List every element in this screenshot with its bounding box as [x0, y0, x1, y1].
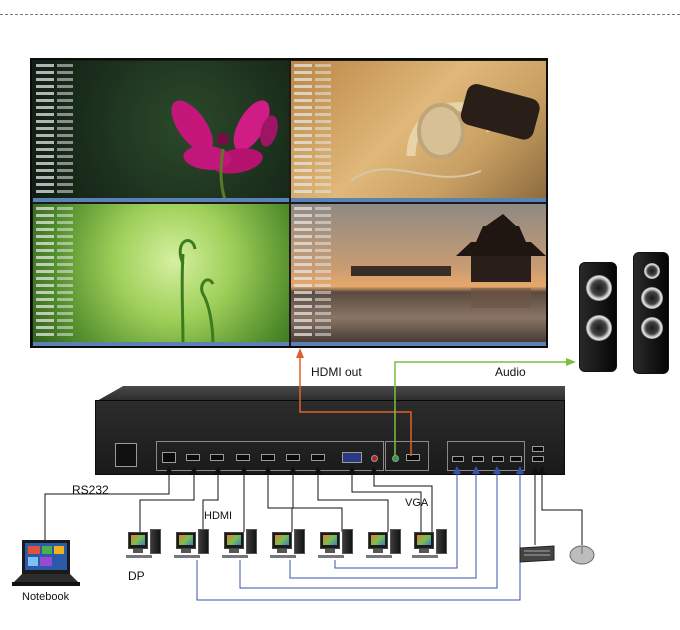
desktop-icons	[36, 64, 54, 196]
taskbar	[291, 198, 546, 202]
hdmi-port	[236, 454, 250, 461]
taskbar	[33, 342, 289, 346]
usb-port	[472, 456, 484, 462]
mouse-icon	[569, 545, 595, 565]
headphones-image	[350, 84, 540, 182]
device-chassis-top	[95, 386, 565, 402]
usb-port	[452, 456, 464, 462]
speaker-cone	[641, 317, 663, 339]
label-dp: DP	[128, 569, 145, 583]
label-notebook: Notebook	[22, 591, 70, 603]
speaker-icon	[633, 252, 669, 374]
window-quadrant-bottom-left	[33, 204, 289, 346]
desktop-icons	[57, 207, 73, 340]
label-hdmi-out: HDMI out	[311, 365, 362, 379]
taskbar	[291, 342, 546, 346]
hdmi-port	[311, 454, 325, 461]
hdmi-port	[261, 454, 275, 461]
window-quadrant-top-right	[291, 61, 546, 202]
sprout-image	[178, 239, 215, 346]
usb-port	[510, 456, 522, 462]
rs232-port	[162, 452, 176, 463]
speaker-cone	[641, 287, 663, 309]
video-wall-monitor-icon	[30, 58, 548, 348]
hdmi-port	[210, 454, 224, 461]
audio-in-jack	[371, 455, 378, 462]
hdmi-port	[286, 454, 300, 461]
taskbar	[33, 198, 289, 202]
pagoda-image	[351, 214, 546, 308]
hdmi-output-port	[406, 454, 420, 461]
output-port-panel	[385, 441, 429, 471]
window-quadrant-bottom-right	[291, 204, 546, 346]
desktop-icons	[315, 64, 331, 196]
usb-port	[532, 446, 544, 452]
power-socket	[115, 443, 137, 467]
vga-port	[342, 452, 362, 463]
speaker-cone	[586, 315, 612, 341]
window-quadrant-top-left	[33, 61, 289, 202]
label-vga: VGA	[405, 497, 429, 509]
desktop-icons	[315, 207, 331, 340]
desktop-icons	[57, 64, 73, 196]
speaker-icon	[579, 262, 617, 372]
dp-port	[186, 454, 200, 461]
desktop-icons	[294, 207, 312, 340]
keyboard-icon	[519, 545, 555, 563]
laptop-icon	[12, 540, 80, 586]
flower-image	[171, 100, 278, 202]
speaker-tweeter	[644, 263, 660, 279]
label-hdmi: HDMI	[204, 510, 233, 522]
usb-port	[532, 456, 544, 462]
label-rs232: RS232	[72, 483, 109, 497]
top-dashed-divider	[0, 14, 680, 15]
label-audio: Audio	[495, 365, 526, 379]
speaker-cone	[586, 275, 612, 301]
usb-port-panel	[447, 441, 525, 471]
desktop-icons	[294, 64, 312, 196]
desktop-icons	[36, 207, 54, 340]
usb-port	[492, 456, 504, 462]
